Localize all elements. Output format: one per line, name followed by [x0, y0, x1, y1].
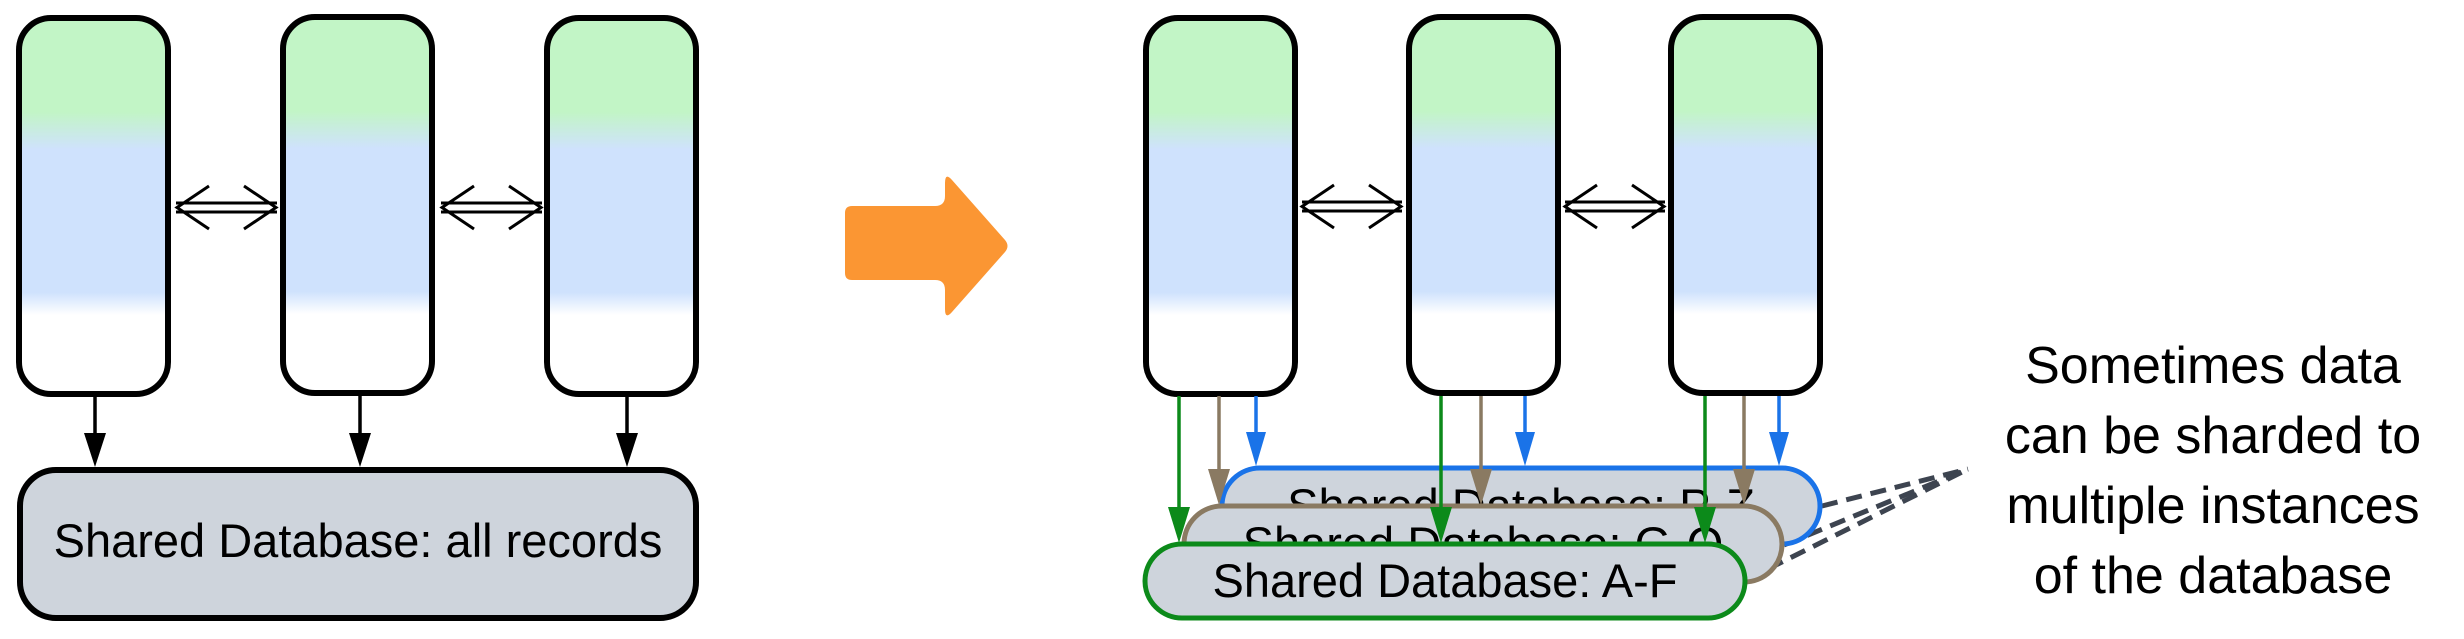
server-box	[544, 15, 699, 397]
right-arrow-icon	[845, 176, 1008, 316]
server-box	[280, 14, 435, 396]
server-box	[1143, 15, 1298, 397]
after-architecture: Shared Database: P-Z Shared Database: G-…	[1142, 14, 2421, 621]
server-box	[1668, 14, 1823, 396]
down-arrow-icon	[1769, 396, 1789, 466]
shard-database-a-f	[1142, 541, 1748, 621]
down-arrow-icon	[84, 397, 106, 467]
sharding-caption: Sometimes data can be sharded to multipl…	[2005, 337, 2421, 605]
down-arrow-icon	[1470, 396, 1492, 505]
down-arrow-icon	[1430, 396, 1452, 543]
caption-line: can be sharded to	[2005, 407, 2421, 465]
down-arrow-icon	[1168, 396, 1190, 543]
bidirectional-arrow-icon	[439, 184, 544, 231]
shared-database	[17, 467, 699, 621]
caption-line: Sometimes data	[2025, 337, 2401, 395]
server-box	[1406, 14, 1561, 396]
shard-label-a-f: Shared Database: A-F	[1212, 554, 1677, 607]
caption-line: of the database	[2034, 547, 2393, 605]
caption-connector	[1744, 466, 1970, 583]
bidirectional-arrow-icon	[1562, 183, 1667, 230]
down-arrow-icon	[349, 396, 371, 467]
down-arrow-icon	[1694, 396, 1716, 543]
down-arrow-icon	[1208, 396, 1230, 505]
bidirectional-arrow-icon	[1299, 183, 1404, 230]
caption-line: multiple instances	[2006, 477, 2419, 535]
bidirectional-arrow-icon	[174, 184, 279, 231]
shared-database-label: Shared Database: all records	[54, 514, 663, 567]
down-arrow-icon	[1515, 396, 1535, 466]
before-architecture: Shared Database: all records	[16, 14, 699, 621]
down-arrow-icon	[616, 397, 638, 467]
down-arrow-icon	[1733, 396, 1755, 505]
server-box	[16, 15, 171, 397]
down-arrow-icon	[1246, 396, 1266, 466]
